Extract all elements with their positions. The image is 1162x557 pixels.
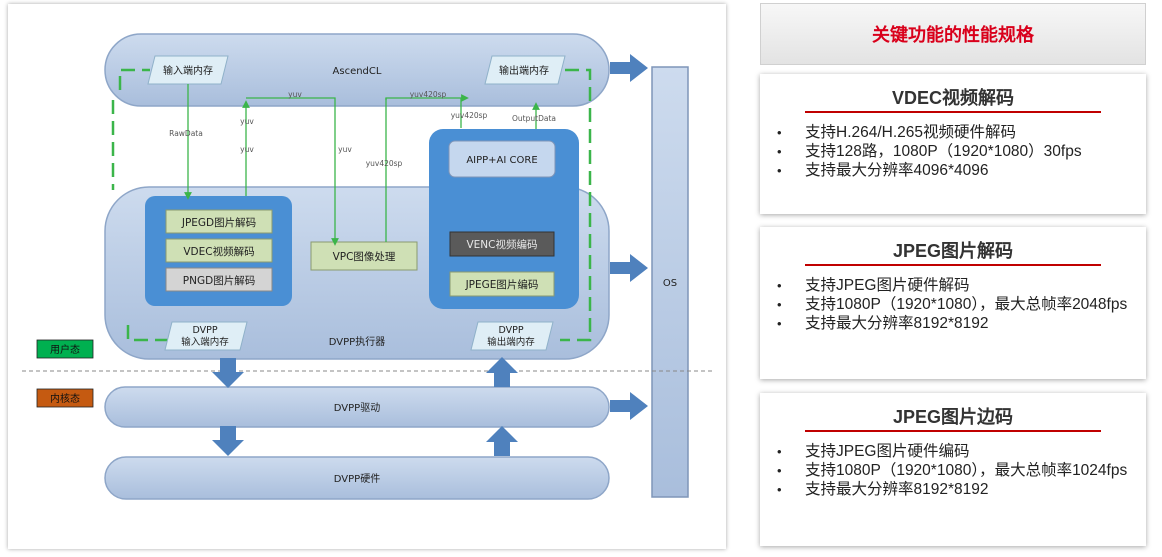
flow-label-yuv-3: yuv xyxy=(288,90,302,99)
output-memory-box xyxy=(484,55,566,85)
input-memory-label: 输入端内存 xyxy=(163,64,213,77)
dvpp-output-memory-box xyxy=(470,321,554,351)
spec-card-title: JPEG图片解码 xyxy=(892,241,1014,261)
dvpp-input-memory-box xyxy=(164,321,248,351)
user-mode-badge xyxy=(36,339,94,359)
jpege-block xyxy=(449,271,555,297)
decoder-vdec-label: VDEC视频解码 xyxy=(183,245,254,258)
spec-item: 支持H.264/H.265视频硬件解码 xyxy=(760,123,1136,142)
spec-item: 支持JPEG图片硬件编码 xyxy=(760,442,1136,461)
dvpp-driver-label: DVPP驱动 xyxy=(334,402,380,414)
flow-label-yuv420sp-3: yuv420sp xyxy=(451,111,488,120)
arrow-to-os-3 xyxy=(610,392,648,420)
kernel-mode-label: 内核态 xyxy=(50,392,80,405)
flow-label-yuv-1: yuv xyxy=(240,117,254,126)
venc-label: VENC视频编码 xyxy=(466,238,537,251)
dvpp-hardware-block xyxy=(104,456,610,500)
title-underline xyxy=(805,264,1101,266)
dvpp-executor-label: DVPP执行器 xyxy=(329,335,385,348)
input-memory-box xyxy=(147,55,229,85)
flow-label-rawdata: RawData xyxy=(169,129,203,138)
ascendcl-label: AscendCL xyxy=(333,66,382,77)
decoder-pngd xyxy=(165,267,273,292)
spec-item: 支持128路，1080P（1920*1080）30fps xyxy=(760,142,1136,161)
flow-label-yuv-4: yuv xyxy=(338,145,352,154)
kernel-mode-badge xyxy=(36,388,94,408)
flow-dashed-loop xyxy=(118,68,592,342)
spec-list: 支持JPEG图片硬件编码 支持1080P（1920*1080），最大总帧率102… xyxy=(760,442,1146,499)
spec-item: 支持最大分辨率8192*8192 xyxy=(760,480,1136,499)
spec-card-jpeg-decode: JPEG图片解码 支持JPEG图片硬件解码 支持1080P（1920*1080）… xyxy=(760,227,1146,379)
arrow-to-os-2 xyxy=(610,254,648,282)
title-underline xyxy=(805,430,1101,432)
venc-block xyxy=(449,231,555,257)
spec-item: 支持1080P（1920*1080），最大总帧率2048fps xyxy=(760,295,1136,314)
decoder-jpegd-label: JPEGD图片解码 xyxy=(181,216,256,229)
spec-card-title: VDEC视频解码 xyxy=(891,88,1014,108)
spec-header: 关键功能的性能规格 xyxy=(760,3,1146,65)
spec-header-title: 关键功能的性能规格 xyxy=(872,25,1034,45)
data-flow-lines xyxy=(184,84,540,246)
dvpp-output-memory-line1: DVPP xyxy=(498,325,523,336)
os-block xyxy=(651,66,689,498)
title-underline xyxy=(805,111,1101,113)
arrow-up-1 xyxy=(486,357,518,387)
decoder-jpegd xyxy=(165,209,273,234)
spec-list: 支持JPEG图片硬件解码 支持1080P（1920*1080），最大总帧率204… xyxy=(760,276,1146,333)
spec-card-vdec: VDEC视频解码 支持H.264/H.265视频硬件解码 支持128路，1080… xyxy=(760,74,1146,214)
arrow-up-2 xyxy=(486,426,518,456)
jpege-label: JPEGE图片编码 xyxy=(465,278,539,291)
user-mode-label: 用户态 xyxy=(50,343,80,356)
spec-item: 支持1080P（1920*1080），最大总帧率1024fps xyxy=(760,461,1136,480)
flow-label-yuv420sp-2: yuv420sp xyxy=(410,90,447,99)
vpc-block xyxy=(310,241,418,271)
spec-card-title: JPEG图片边码 xyxy=(892,407,1014,427)
ascendcl-block xyxy=(104,33,610,107)
spec-item: 支持JPEG图片硬件解码 xyxy=(760,276,1136,295)
dvpp-input-memory-line2: 输入端内存 xyxy=(181,336,229,348)
dvpp-driver-block xyxy=(104,386,610,428)
output-memory-label: 输出端内存 xyxy=(499,64,549,77)
arrow-to-os-1 xyxy=(610,54,648,82)
spec-list: 支持H.264/H.265视频硬件解码 支持128路，1080P（1920*10… xyxy=(760,123,1146,180)
spec-item: 支持最大分辨率4096*4096 xyxy=(760,161,1136,180)
architecture-diagram: OS DVPP执行器 AscendCL 输入端内存 输出端内存 JPEGD图片解… xyxy=(22,33,714,500)
aipp-aicore-block xyxy=(448,140,556,178)
decoder-vdec xyxy=(165,238,273,263)
vpc-label: VPC图像处理 xyxy=(333,251,396,263)
flow-label-outputdata: OutputData xyxy=(512,114,556,123)
dvpp-output-memory-line2: 输出端内存 xyxy=(487,336,535,348)
aipp-aicore-label: AIPP+AI CORE xyxy=(466,155,537,166)
spec-item: 支持最大分辨率8192*8192 xyxy=(760,314,1136,333)
flow-label-yuv-2: yuv xyxy=(240,145,254,154)
arrow-down-2 xyxy=(212,426,244,456)
os-label: OS xyxy=(663,278,677,289)
dvpp-input-memory-line1: DVPP xyxy=(192,325,217,336)
arrow-down-1 xyxy=(212,358,244,388)
dvpp-hardware-label: DVPP硬件 xyxy=(334,473,380,485)
decoder-pngd-label: PNGD图片解码 xyxy=(183,274,255,287)
spec-card-jpeg-encode: JPEG图片边码 支持JPEG图片硬件编码 支持1080P（1920*1080）… xyxy=(760,393,1146,546)
architecture-diagram-panel: OS DVPP执行器 AscendCL 输入端内存 输出端内存 JPEGD图片解… xyxy=(8,4,726,549)
flow-label-yuv420sp-1: yuv420sp xyxy=(366,159,403,168)
